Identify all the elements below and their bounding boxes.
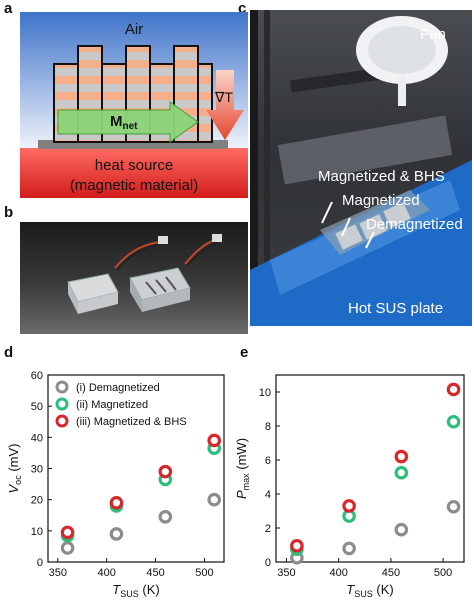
data-point (446, 382, 461, 397)
mnet-arrow (57, 101, 199, 143)
chart-e: 350 400 450 500 0 2 4 6 8 10 TSUS (K) Pmax (mW) (236, 374, 465, 599)
y-tick-label: 2 (265, 523, 271, 535)
plot-frame (275, 374, 465, 563)
data-point (109, 527, 124, 541)
demagnetized-label: Demagnetized (366, 216, 463, 233)
data-point (394, 449, 409, 464)
y-tick-label: 30 (31, 464, 43, 476)
fan-label: Fan (420, 26, 446, 43)
data-point (60, 541, 75, 555)
y-tick-label: 10 (259, 387, 271, 399)
panel-label-d: d (4, 344, 14, 361)
y-tick-label: 50 (31, 401, 43, 413)
mnet-label: Mnet (110, 113, 138, 132)
temperature-gradient-arrow (206, 70, 244, 140)
x-tick-label: 500 (434, 567, 452, 579)
data-point (290, 539, 304, 553)
y-tick-label: 8 (265, 421, 271, 433)
data-point (446, 414, 461, 429)
y-tick-label: 6 (265, 455, 271, 467)
x-tick-label: 350 (49, 567, 67, 579)
x-tick-label: 400 (329, 567, 347, 579)
panel-label-b: b (4, 204, 14, 221)
data-point (446, 499, 461, 514)
legend-marker (55, 380, 69, 394)
y-tick-label: 4 (265, 489, 271, 501)
panel-b-photo (20, 222, 248, 334)
y-axis-label: Voc (mV) (6, 444, 23, 494)
legend-marker (55, 414, 69, 428)
y-tick-label: 40 (31, 432, 43, 444)
x-tick-label: 450 (382, 567, 400, 579)
gradient-label: ∇T (214, 89, 233, 105)
y-tick-label: 10 (31, 526, 43, 538)
legend-label: (i) Demagnetized (76, 382, 160, 394)
y-axis-label: Pmax (mW) (236, 438, 251, 499)
legend-marker (55, 397, 69, 411)
air-label: Air (125, 21, 143, 38)
data-point (342, 499, 356, 513)
data-point (207, 492, 222, 507)
heat-source-sublabel: (magnetic material) (70, 177, 198, 194)
x-axis-label: TSUS (K) (112, 582, 159, 599)
data-point (158, 510, 173, 524)
x-tick-label: 400 (97, 567, 115, 579)
data-point (342, 541, 356, 556)
base-plate (38, 140, 228, 149)
y-tick-label: 20 (31, 495, 43, 507)
y-tick-label: 0 (265, 557, 271, 569)
data-point (109, 495, 124, 510)
y-tick-label: 60 (31, 370, 43, 382)
heat-source-region (20, 148, 248, 198)
chart-d: 350 400 450 500 0 10 20 30 40 50 60 (i) Demagnetiz… (6, 370, 225, 599)
legend-label: (iii) Magnetized & BHS (76, 416, 187, 428)
x-tick-label: 350 (277, 567, 295, 579)
panel-c-photo: Fan Magnetized & BHS Magnetized Demagnet… (250, 10, 472, 326)
legend-label: (ii) Magnetized (76, 399, 148, 411)
x-tick-label: 450 (146, 567, 164, 579)
data-point (60, 525, 75, 540)
x-tick-label: 500 (195, 567, 213, 579)
data-point (158, 464, 173, 479)
y-tick-label: 0 (37, 557, 43, 569)
data-point (207, 433, 222, 448)
panel-label-c: c (238, 0, 247, 17)
hot-plate-label: Hot SUS plate (348, 300, 444, 317)
magnetized-label: Magnetized (342, 192, 420, 209)
panel-a-schematic: Air Mnet ∇T heat source (magnetic materi… (20, 12, 248, 198)
heat-source-label: heat source (95, 157, 173, 174)
data-point (394, 465, 409, 480)
magnetized-bhs-label: Magnetized & BHS (318, 168, 445, 185)
data-point (394, 522, 409, 537)
panel-label-e: e (240, 344, 249, 361)
panel-label-a: a (4, 0, 13, 17)
x-axis-label: TSUS (K) (346, 582, 393, 599)
